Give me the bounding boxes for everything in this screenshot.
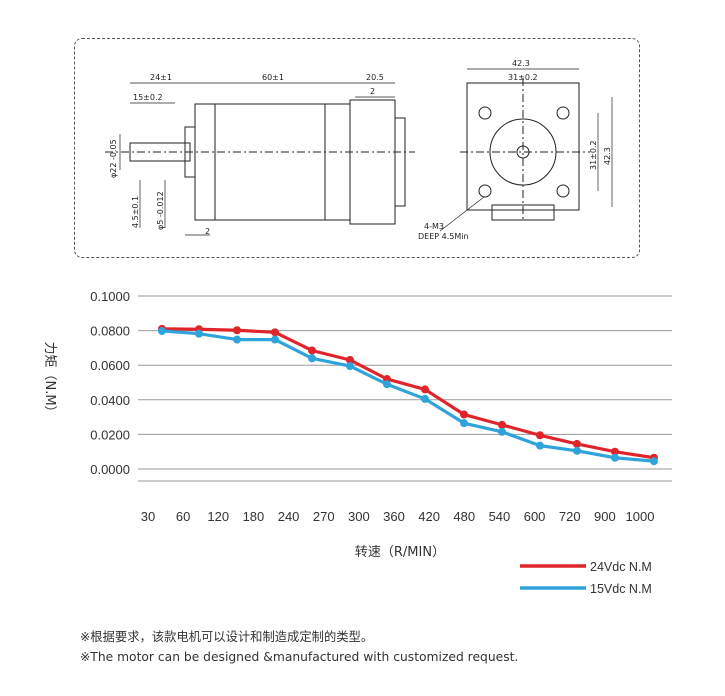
data-point (460, 419, 468, 428)
y-axis-label: 力矩（N.M） (42, 341, 57, 418)
data-point (383, 380, 391, 389)
x-tick-label: 480 (453, 509, 475, 524)
data-point (498, 427, 506, 436)
x-axis-label: 转速（R/MIN） (355, 545, 445, 560)
x-tick-label: 420 (418, 509, 440, 524)
legend-label: 15Vdc N.M (590, 582, 652, 596)
hole-label-depth: DEEP 4.5Min (418, 232, 469, 241)
legend: 24Vdc N.M 15Vdc N.M (520, 560, 652, 596)
data-point (233, 335, 241, 344)
dim-42-3-top: 42.3 (512, 59, 530, 68)
data-point (308, 346, 316, 355)
drawing-panel (74, 38, 640, 258)
x-tick-label: 60 (176, 509, 190, 524)
end-cap (349, 99, 396, 225)
note-english: ※The motor can be designed &manufactured… (80, 650, 519, 664)
series-line (161, 327, 655, 460)
dim-2-bottom: 2 (205, 227, 210, 236)
data-point (650, 457, 658, 466)
data-point (271, 328, 279, 337)
series (158, 324, 658, 466)
front-dimension-lines (439, 68, 613, 232)
motor-body (194, 103, 351, 221)
data-point (573, 446, 581, 455)
data-point (308, 354, 316, 363)
x-tick-label: 120 (207, 509, 229, 524)
torque-speed-chart: 0.1000 0.0800 0.0600 0.0400 0.0200 0.0000 30 6… (42, 289, 672, 596)
x-tick-label: 240 (278, 509, 300, 524)
x-tick-label: 1000 (626, 509, 655, 524)
data-point (536, 431, 544, 440)
notes: ※根据要求，该款电机可以设计和制造成定制的类型。 ※The motor can … (80, 627, 720, 667)
dim-d5: φ5 -0.012 (156, 191, 165, 230)
note-chinese: ※根据要求，该款电机可以设计和制造成定制的类型。 (80, 630, 374, 644)
data-point (158, 326, 166, 335)
data-point (498, 420, 506, 429)
hole-label-thread: 4-M3 (424, 222, 444, 231)
dim-2-top: 2 (370, 87, 375, 96)
mount-hole (478, 106, 492, 120)
legend-label: 24Vdc N.M (590, 560, 652, 574)
y-tick-label: 0.0000 (90, 462, 130, 477)
mount-hole (556, 106, 570, 120)
x-tick-label: 300 (348, 509, 370, 524)
data-point (346, 356, 354, 365)
data-point (460, 410, 468, 419)
dim-shaft-diameter: φ22 -0.05 (109, 139, 118, 178)
x-tick-label: 180 (243, 509, 265, 524)
x-tick-label: 600 (524, 509, 546, 524)
mount-hole (556, 184, 570, 198)
mount-hole (478, 184, 492, 198)
motor-drawing: 24±1 60±1 20.5 15±0.2 2 2 φ22 -0.05 4.5±… (105, 59, 613, 241)
dim-15: 15±0.2 (133, 93, 163, 102)
front-view (460, 78, 590, 221)
dim-60: 60±1 (262, 73, 284, 82)
dim-42-3-right: 42.3 (603, 147, 612, 165)
x-tick-label: 360 (383, 509, 405, 524)
data-point (611, 453, 619, 462)
y-tick-label: 0.1000 (90, 289, 130, 304)
side-view (105, 99, 415, 225)
series-line (161, 329, 655, 463)
dim-4-5: 4.5±0.1 (131, 196, 140, 228)
data-point (195, 329, 203, 338)
dim-20-5: 20.5 (366, 73, 384, 82)
data-point (573, 439, 581, 448)
data-point (346, 362, 354, 371)
x-tick-label: 900 (594, 509, 616, 524)
dim-31-top: 31±0.2 (508, 73, 538, 82)
side-dimension-lines (119, 82, 395, 236)
data-point (421, 394, 429, 403)
x-tick-label: 720 (559, 509, 581, 524)
data-point (536, 441, 544, 450)
y-tick-label: 0.0200 (90, 427, 130, 442)
data-point (421, 385, 429, 394)
x-tick-labels: 30 60 120 180 240 270 300 360 420 480 540 600 720 900… (141, 509, 655, 524)
dim-31-right: 31±0.2 (589, 140, 598, 170)
data-point (233, 326, 241, 335)
y-tick-label: 0.0600 (90, 358, 130, 373)
y-tick-label: 0.0400 (90, 393, 130, 408)
x-tick-label: 270 (313, 509, 335, 524)
terminal-block (491, 204, 555, 221)
y-tick-label: 0.0800 (90, 324, 130, 339)
data-point (611, 447, 619, 456)
x-tick-label: 30 (141, 509, 155, 524)
data-point (271, 335, 279, 344)
dim-24: 24±1 (150, 73, 172, 82)
x-tick-label: 540 (489, 509, 511, 524)
y-tick-labels: 0.1000 0.0800 0.0600 0.0400 0.0200 0.0000 (90, 289, 130, 477)
